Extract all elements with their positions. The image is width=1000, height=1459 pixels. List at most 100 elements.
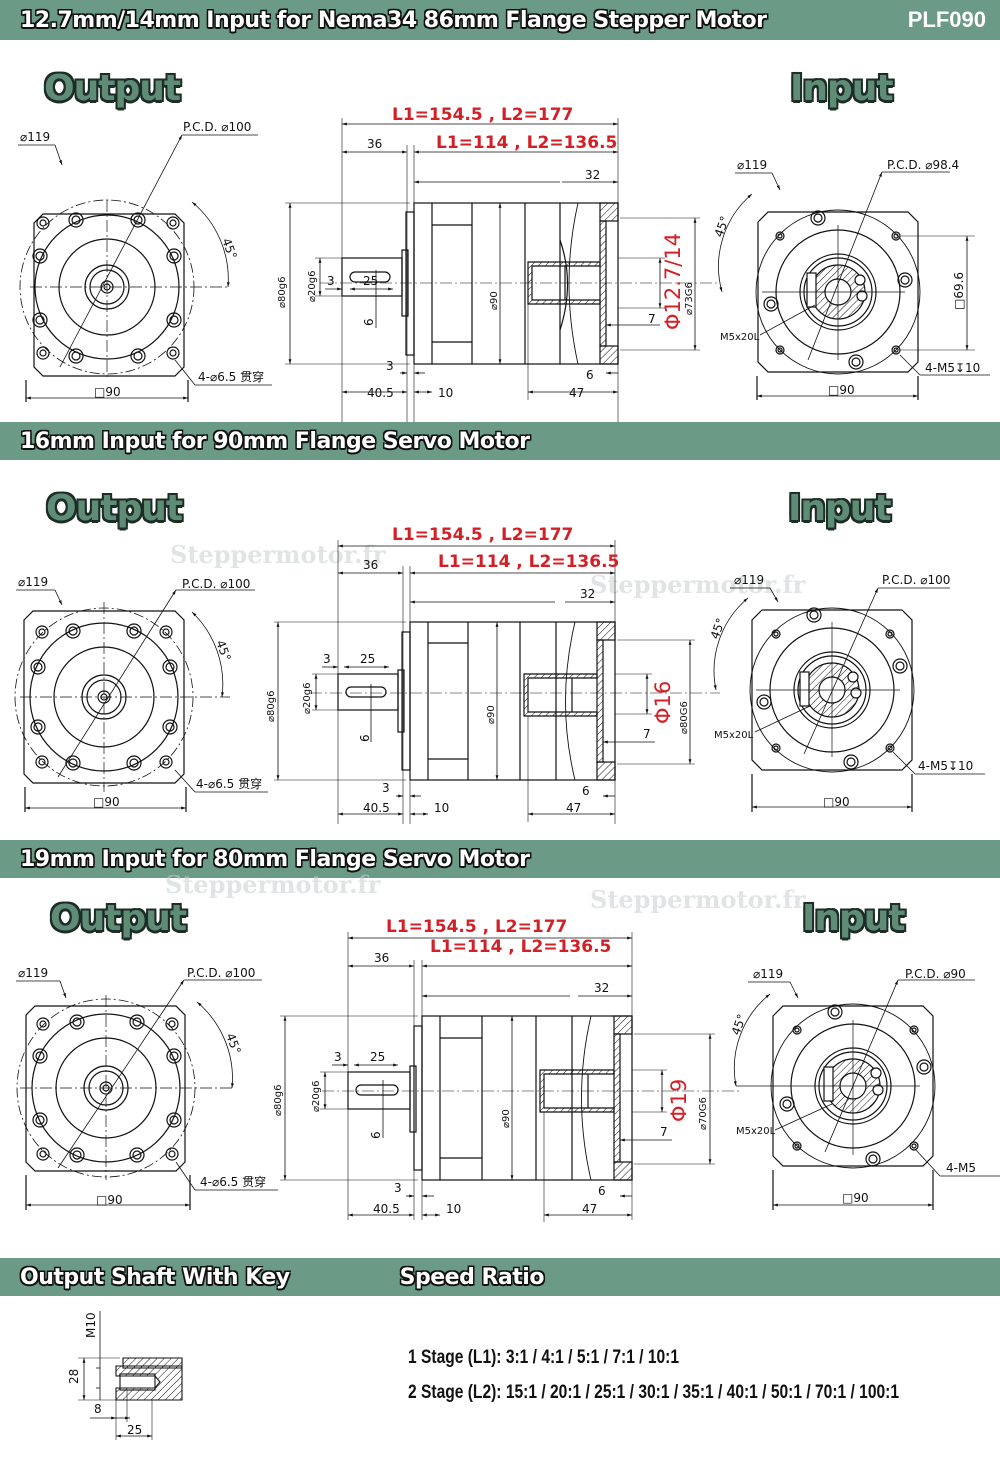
dim-6b: 6	[586, 368, 594, 382]
dim-3b: 3	[382, 781, 390, 795]
input-angle-label: 45°	[708, 616, 728, 641]
pcd-label: P.C.D. ⌀100	[183, 120, 251, 134]
output-label: Output	[44, 68, 181, 109]
dim-6: 6	[369, 1131, 383, 1139]
input-label: Input	[790, 68, 894, 109]
holes-label: 4-⌀6.5 贯穿	[200, 1174, 266, 1189]
dim-47: 47	[582, 1202, 597, 1216]
dim-32: 32	[594, 981, 609, 995]
input-pcd-label: P.C.D. ⌀98.4	[887, 158, 959, 172]
output-flange-view	[14, 589, 268, 812]
length-total: L1=154.5 , L2=177	[392, 105, 573, 125]
square-label: □90	[94, 385, 121, 399]
input-holes-label: 4-M5↧10	[925, 361, 980, 375]
dim-25: 25	[363, 274, 378, 288]
model-code: PLF090	[907, 7, 986, 32]
input-bore: Φ19	[667, 1079, 691, 1122]
output-label: Output	[46, 488, 183, 529]
square-label: □90	[96, 1193, 123, 1207]
header-band: 12.7mm/14mm Input for Nema34 86mm Flange…	[0, 0, 1000, 40]
dim-40-5: 40.5	[363, 801, 390, 815]
length-total: L1=154.5 , L2=177	[386, 917, 567, 937]
dim-47: 47	[569, 386, 584, 400]
dim-36: 36	[367, 137, 382, 151]
pilot-diameter: ⌀80G6	[679, 701, 690, 734]
input-angle-label: 45°	[729, 1012, 749, 1037]
dim-10: 10	[446, 1202, 461, 1216]
input-square-label: □90	[823, 795, 850, 809]
dim-10: 10	[438, 386, 453, 400]
input-flange-view	[713, 587, 985, 812]
output-shaft-key-drawing: M10 28 8 25	[67, 1311, 183, 1440]
dim-90: ⌀90	[489, 291, 500, 310]
dim-36: 36	[363, 558, 378, 572]
shaft-title: Output Shaft With Key	[20, 1264, 290, 1290]
shaft-dim-25: 25	[127, 1423, 142, 1437]
input-bore: Φ16	[651, 681, 675, 724]
angle-label: 45°	[223, 1031, 243, 1056]
section-1: Output Input	[0, 40, 1000, 422]
angle-label: 45°	[219, 236, 239, 261]
hole-spacing-label: □69.6	[952, 272, 966, 310]
pilot-diameter: ⌀73G6	[684, 282, 695, 315]
output-label: Output	[50, 898, 187, 939]
dim-90: ⌀90	[501, 1109, 512, 1128]
dim-3a: 3	[327, 274, 335, 288]
dim-3b: 3	[394, 1181, 402, 1195]
screw-label: M5x20L	[736, 1126, 776, 1137]
od-label: ⌀119	[18, 575, 48, 589]
dim-25: 25	[370, 1050, 385, 1064]
length-body: L1=114 , L2=136.5	[430, 937, 611, 957]
output-flange-view	[16, 979, 278, 1210]
ratio-stage-2: 2 Stage (L2): 15:1 / 20:1 / 25:1 / 30:1 …	[408, 1382, 900, 1403]
input-square-label: □90	[828, 383, 855, 397]
dim-6b: 6	[582, 784, 590, 798]
input-label: Input	[802, 898, 906, 939]
screw-label: M5x20L	[720, 332, 760, 343]
dim-20g6: ⌀20g6	[302, 683, 313, 714]
length-total: L1=154.5 , L2=177	[392, 525, 573, 545]
length-body: L1=114 , L2=136.5	[438, 552, 619, 572]
screw-label: M5x20L	[714, 730, 754, 741]
section-3-band: 19mm Input for 80mm Flange Servo Motor	[0, 840, 1000, 878]
dim-7: 7	[643, 727, 651, 741]
dim-80g6: ⌀80g6	[273, 1085, 284, 1116]
dim-20g6: ⌀20g6	[311, 1081, 322, 1112]
input-od-label: ⌀119	[734, 573, 764, 587]
input-label: Input	[788, 488, 892, 529]
ratio-stage-1: 1 Stage (L1): 3:1 / 4:1 / 5:1 / 7:1 / 10…	[408, 1347, 680, 1368]
dim-10: 10	[434, 801, 449, 815]
dim-32: 32	[580, 587, 595, 601]
drawing-section-3: ⌀119 P.C.D. ⌀100 45° 4-⌀6.5 贯穿 □90	[16, 917, 1000, 1222]
holes-label: 4-⌀6.5 贯穿	[196, 776, 262, 791]
pilot-diameter: ⌀70G6	[698, 1097, 709, 1130]
dim-7: 7	[660, 1125, 668, 1139]
section-2-band: 16mm Input for 90mm Flange Servo Motor	[0, 422, 1000, 460]
section-3-title: 19mm Input for 80mm Flange Servo Motor	[20, 846, 530, 872]
input-square-label: □90	[842, 1191, 869, 1205]
section-2: Output Input	[0, 462, 1000, 840]
input-od-label: ⌀119	[737, 158, 767, 172]
dim-6: 6	[358, 734, 372, 742]
dim-3a: 3	[334, 1050, 342, 1064]
bottom-band: Output Shaft With Key Speed Ratio	[0, 1258, 1000, 1296]
input-flange-view	[718, 171, 990, 400]
dim-25: 25	[360, 652, 375, 666]
speed-ratio-list: 1 Stage (L1): 3:1 / 4:1 / 5:1 / 7:1 / 10…	[408, 1347, 1000, 1417]
pcd-label: P.C.D. ⌀100	[182, 577, 250, 591]
dim-3a: 3	[323, 652, 331, 666]
input-angle-label: 45°	[712, 214, 732, 239]
section-2-title: 16mm Input for 90mm Flange Servo Motor	[20, 428, 530, 454]
shaft-thread-label: M10	[84, 1312, 98, 1338]
angle-label: 45°	[213, 638, 233, 663]
ratio-title: Speed Ratio	[399, 1264, 545, 1290]
side-view	[274, 540, 720, 824]
dim-6: 6	[362, 318, 376, 326]
holes-label: 4-⌀6.5 贯穿	[198, 369, 264, 384]
dim-80g6: ⌀80g6	[277, 277, 288, 308]
od-label: ⌀119	[18, 966, 48, 980]
dim-32: 32	[585, 168, 600, 182]
side-view	[285, 118, 720, 422]
dim-47: 47	[566, 801, 581, 815]
dim-3b: 3	[386, 359, 394, 373]
